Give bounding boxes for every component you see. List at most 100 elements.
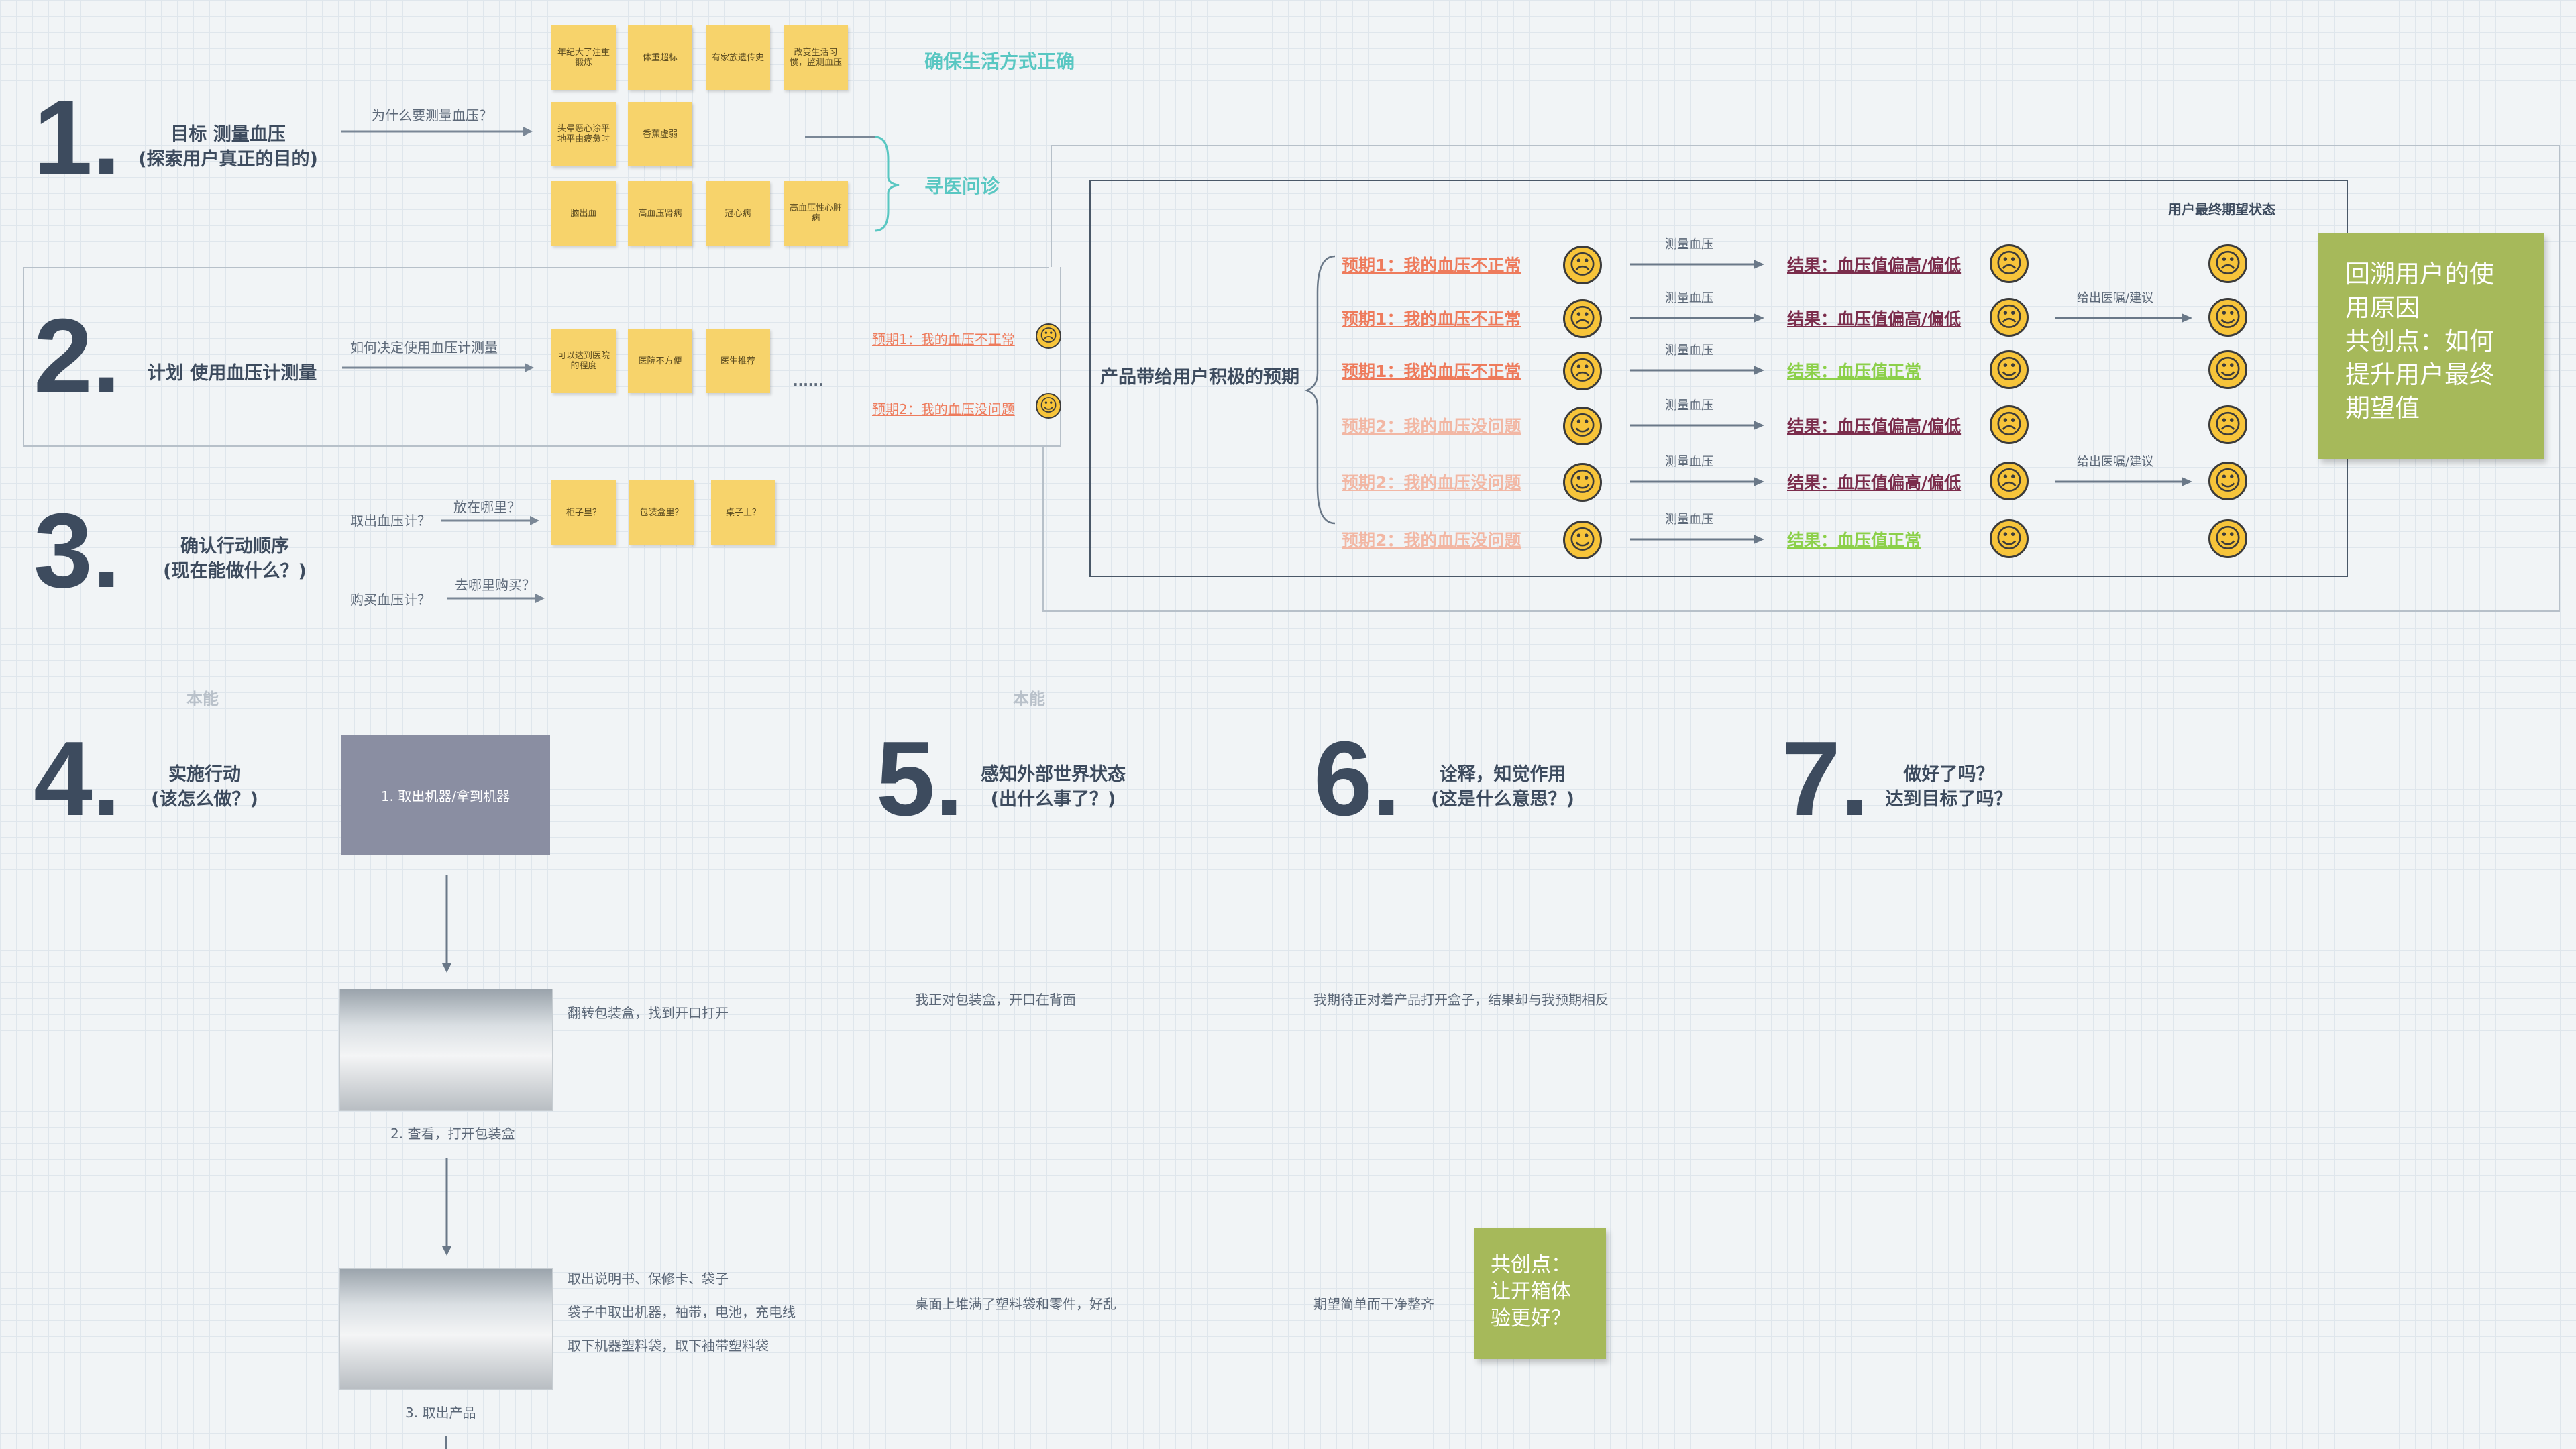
faded-label: 本能	[1013, 690, 1045, 708]
take-out-label: 取出血压计？	[350, 513, 431, 529]
photo2-note: 取下机器塑料袋，取下袖带塑料袋	[568, 1338, 769, 1354]
advice-label: 给出医嘱/建议	[2077, 291, 2154, 305]
measure-label: 测量血压	[1665, 398, 1713, 413]
caption-3: 3. 取出产品	[405, 1405, 476, 1421]
step-number-7: 7	[1782, 726, 1869, 832]
sticky-note: 可以达到医院的程度	[551, 329, 616, 393]
sticky-note: 高血压性心脏病	[784, 181, 848, 246]
measure-arrow	[1630, 477, 1764, 486]
result-text: 结果：血压值正常	[1787, 531, 1922, 550]
advice-arrow	[2055, 477, 2192, 486]
where-label: 放在哪里？	[453, 499, 521, 515]
step1-arrow	[341, 127, 533, 136]
step-title-1: 目标 测量血压 (探索用户真正的目的)	[138, 124, 318, 170]
outer-frame-top	[1051, 145, 2560, 146]
step3-frame-link	[1042, 445, 1044, 612]
label-doctor: 寻医问诊	[924, 175, 1000, 197]
step3-arrow-take	[441, 516, 539, 525]
sticky-note: 有家族遗传史	[706, 25, 770, 90]
measure-arrow	[1630, 260, 1764, 269]
step-title-3: 确认行动顺序 (现在能做什么？)	[163, 536, 307, 582]
expectation-text: 预期1：我的血压不正常	[1342, 362, 1521, 381]
sticky-note: 高血压肾病	[628, 181, 692, 246]
step1-arrow-label: 为什么要测量血压？	[372, 107, 492, 123]
measure-arrow	[1630, 535, 1764, 544]
happy-face-icon: ☺	[1990, 350, 2029, 389]
expectation-text: 预期2：我的血压没问题	[1342, 417, 1521, 436]
step-title-5: 感知外部世界状态 (出什么事了？)	[981, 764, 1126, 810]
measure-label: 测量血压	[1665, 455, 1713, 469]
result-text: 结果：血压值偏高/偏低	[1787, 309, 1962, 329]
sad-face-icon: ☹	[1990, 462, 2029, 500]
sad-face-icon: ☹	[1563, 352, 1602, 390]
step-title-7: 做好了吗？ 达到目标了吗？	[1885, 764, 2012, 810]
step-number-1: 1	[34, 85, 121, 191]
outer-frame-bottom	[1042, 610, 2560, 612]
sticky-note: 改变生活习惯，监测血压	[784, 25, 848, 90]
label-lifestyle: 确保生活方式正确	[924, 50, 1075, 72]
sticky-note: 体重超标	[628, 25, 692, 90]
buy-label: 购买血压计？	[350, 592, 431, 608]
step-number-3: 3	[34, 498, 121, 604]
step-title-4: 实施行动 (该怎么做？)	[151, 764, 258, 810]
expectation-text: 预期1：我的血压不正常	[1342, 309, 1521, 329]
sticky-note: 医生推荐	[706, 329, 770, 393]
flow-arrow-3	[445, 1436, 447, 1449]
final-state-header: 用户最终期望状态	[2168, 201, 2275, 217]
green-note-top-text: 回溯用户的使用原因 共创点：如何提升用户最终期望值	[2345, 260, 2494, 423]
result-text: 结果：血压值正常	[1787, 362, 1922, 381]
outer-frame-right	[2559, 145, 2560, 612]
sad-face-icon: ☹	[1036, 323, 1061, 349]
expectation-brace	[1304, 255, 1336, 525]
happy-face-icon: ☺	[1036, 393, 1061, 419]
unboxing-photo-2	[339, 1268, 553, 1390]
sticky-note: 头晕恶心涂平地平由疲惫时	[551, 102, 616, 166]
green-note-bottom-text: 共创点：让开箱体验更好？	[1491, 1253, 1571, 1330]
advice-label: 给出医嘱/建议	[2077, 455, 2154, 469]
step5-note: 我正对包装盒，开口在背面	[915, 991, 1076, 1008]
sticky-note: 包装盒里？	[629, 480, 694, 545]
sticky-note: 桌子上？	[711, 480, 775, 545]
sticky-note: 冠心病	[706, 181, 770, 246]
sticky-note: 香蕉虚弱	[628, 102, 692, 166]
step-number-6: 6	[1313, 726, 1401, 832]
photo1-note: 翻转包装盒，找到开口打开	[568, 1005, 729, 1021]
expectation-text: 预期2：我的血压没问题	[1342, 473, 1521, 492]
step-number-4: 4	[34, 726, 121, 832]
step1-brace	[805, 136, 900, 232]
buy-where-label: 去哪里购买？	[455, 577, 535, 593]
happy-face-icon: ☺	[2208, 350, 2247, 389]
step2-frame	[23, 267, 1061, 447]
flow-arrow-1	[442, 875, 451, 973]
unboxing-photo-1	[339, 989, 553, 1111]
step1-connector-vertical	[1051, 146, 1052, 267]
expectation-text: 预期2：我的血压没问题	[1342, 531, 1521, 550]
sad-face-icon: ☹	[1563, 246, 1602, 284]
sticky-note: 柜子里？	[551, 480, 616, 545]
expectation-text: 预期1：我的血压不正常	[1342, 256, 1521, 275]
measure-arrow	[1630, 366, 1764, 375]
happy-face-icon: ☺	[1563, 463, 1602, 502]
photo2-note: 袋子中取出机器，袖带，电池，充电线	[568, 1304, 796, 1320]
step3-arrow-buy	[447, 594, 545, 603]
step6-note: 我期待正对着产品打开盒子，结果却与我预期相反	[1313, 991, 1609, 1008]
measure-label: 测量血压	[1665, 343, 1713, 358]
ellipsis: ......	[793, 373, 824, 389]
step2-expect2: 预期2：我的血压没问题	[872, 401, 1015, 417]
sad-face-icon: ☹	[2208, 244, 2247, 283]
sad-face-icon: ☹	[1990, 244, 2029, 283]
step6-note: 期望简单而干净整齐	[1313, 1296, 1434, 1312]
green-note-bottom: 共创点：让开箱体验更好？	[1474, 1228, 1606, 1359]
action-box-1-label: 1. 取出机器/拿到机器	[380, 788, 511, 804]
sad-face-icon: ☹	[1990, 298, 2029, 337]
step1-connector-frame	[23, 267, 1049, 268]
measure-arrow	[1630, 421, 1764, 430]
step-number-5: 5	[876, 726, 963, 832]
measure-label: 测量血压	[1665, 237, 1713, 252]
happy-face-icon: ☺	[2208, 519, 2247, 558]
step2-expect1: 预期1：我的血压不正常	[872, 331, 1015, 347]
happy-face-icon: ☺	[2208, 298, 2247, 337]
measure-label: 测量血压	[1665, 513, 1713, 527]
happy-face-icon: ☺	[2208, 462, 2247, 500]
sticky-note: 年纪大了注重锻炼	[551, 25, 616, 90]
